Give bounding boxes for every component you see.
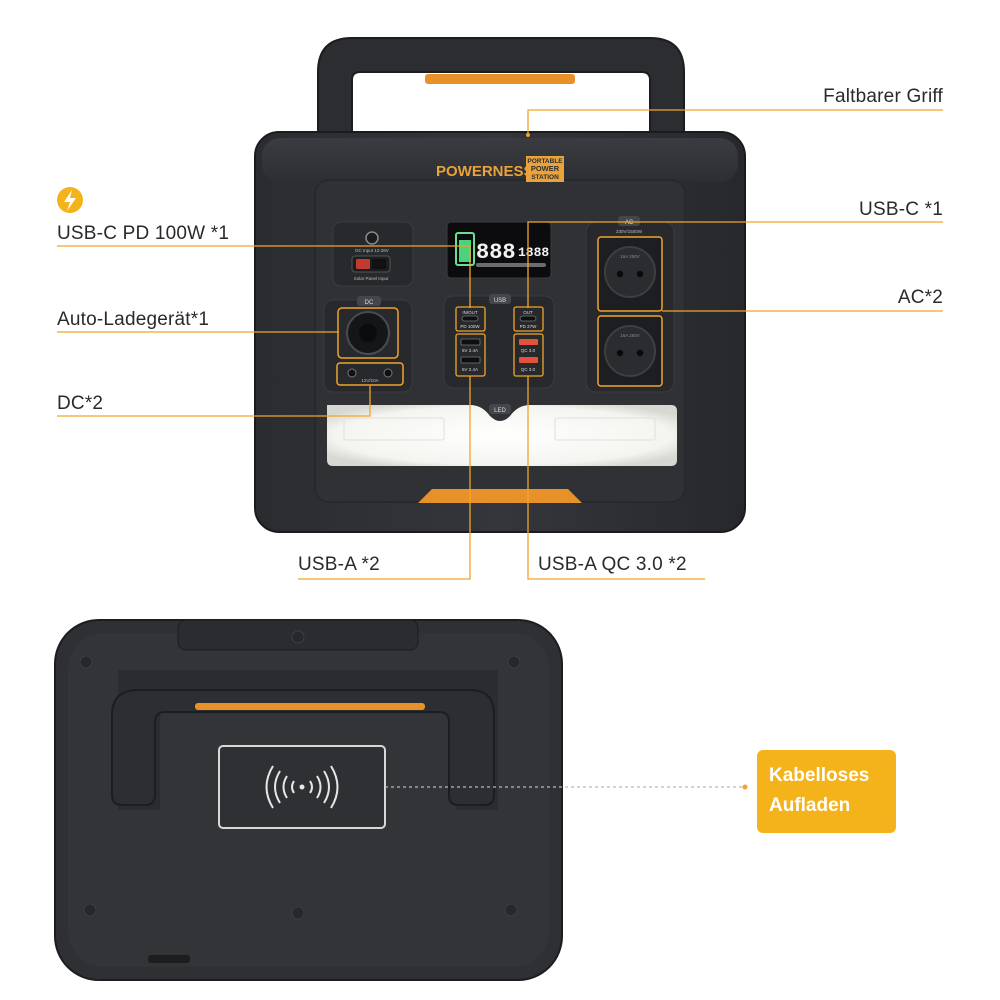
ac-socket-2-rating: 16A 250V	[620, 333, 640, 338]
label-ac: AC*2	[897, 287, 943, 308]
usb-a-rating-1: 5V 2.4A	[462, 348, 478, 353]
led-light-bar	[327, 405, 677, 466]
lcd-digits-small: 1888	[518, 245, 549, 260]
brand-badge-line-1: PORTABLE	[527, 158, 563, 165]
label-usba-qc: USB-A QC 3.0 *2	[538, 554, 687, 575]
led-window-inner	[343, 417, 445, 441]
dc-port-2[interactable]	[383, 368, 393, 378]
wireless-charging-badge: Kabelloses Aufladen	[757, 750, 896, 833]
brand-badge-line-2: POWER	[531, 164, 560, 173]
usb-qc-port-1[interactable]	[519, 339, 538, 345]
led-window-inner-right	[554, 417, 656, 441]
usb-a-port-1[interactable]	[460, 338, 481, 346]
top-handle	[111, 689, 495, 806]
led-button[interactable]	[489, 404, 511, 414]
dc-input-port[interactable]	[365, 231, 379, 245]
label-usba: USB-A *2	[298, 554, 380, 575]
ac-socket-1-pin-left	[616, 270, 624, 278]
top-handle-orange	[195, 703, 425, 710]
ac-socket-2-pin-right	[636, 349, 644, 357]
solar-port-black	[372, 259, 386, 269]
power-station-top	[54, 619, 563, 981]
ac-socket-1-pin-right	[636, 270, 644, 278]
label-auto-ladegeraet: Auto-Ladegerät*1	[57, 309, 210, 330]
usb-c-out-port[interactable]	[519, 315, 537, 322]
ac-socket-2-pin-left	[616, 349, 624, 357]
battery-level-fill	[459, 240, 471, 262]
callout-line-dc	[57, 386, 371, 417]
bottom-accent-strip	[418, 489, 582, 503]
ac-button[interactable]	[618, 216, 640, 226]
wireless-charging-icon	[265, 765, 339, 809]
ac-rating-label: 230V/1500W	[616, 229, 643, 234]
callout-line-usba-qc	[527, 376, 705, 580]
wireless-callout-dot	[742, 784, 748, 790]
car-charger-highlight	[337, 307, 399, 359]
usb-c-out-label: OUT	[523, 310, 533, 315]
screw-6	[504, 903, 518, 917]
solar-input-label: Solar Panel Input	[354, 276, 389, 281]
usb-a-rating-2: 5V 2.4A	[462, 367, 478, 372]
usb-c-pd100-label: PD 100W	[460, 324, 480, 329]
wireless-badge-line-1: Kabelloses	[769, 765, 870, 786]
callout-line-usba	[298, 376, 471, 580]
screw-1	[291, 630, 305, 644]
power-station-front: POWERNESS PORTABLE POWER STATION DC Inpu…	[254, 37, 746, 533]
dc-button[interactable]	[357, 296, 381, 306]
wireless-badge-line-2: Aufladen	[769, 795, 851, 816]
usb-c-in-out-label: IN/OUT	[462, 310, 478, 315]
screw-2	[79, 655, 93, 669]
label-dc: DC*2	[57, 393, 104, 414]
screw-3	[507, 655, 521, 669]
usb-qc-label-1: QC 3.0	[521, 348, 536, 353]
usb-button-label: USB	[494, 298, 506, 304]
callout-line-usbc	[527, 221, 943, 308]
dc-ports-highlight	[336, 362, 404, 386]
folding-handle	[317, 37, 685, 141]
dc-input-label: DC Input 12-28V	[355, 248, 389, 253]
usb-qc-port-2[interactable]	[519, 357, 538, 363]
device-top-band	[262, 138, 738, 182]
brand-badge-line-3: STATION	[531, 174, 559, 181]
screw-5	[291, 906, 305, 920]
label-usbc: USB-C *1	[859, 199, 943, 220]
dc-port-1[interactable]	[347, 368, 357, 378]
brand-logo-badge	[526, 156, 564, 182]
brand-logo: POWERNESS	[436, 163, 534, 180]
screw-4	[83, 903, 97, 917]
dc-rating-label: 12V/10A	[361, 378, 378, 383]
callout-line-usbc-pd	[57, 245, 471, 308]
led-button-label: LED	[494, 408, 506, 414]
label-usbc-pd: USB-C PD 100W *1	[57, 223, 230, 244]
ac-button-label: AC	[625, 220, 634, 226]
ac-socket-2[interactable]	[604, 325, 656, 377]
dc-button-label: DC	[365, 300, 374, 306]
handle-orange-grip	[425, 74, 575, 84]
usb-a-port-2[interactable]	[460, 356, 481, 364]
usb-button[interactable]	[489, 294, 511, 304]
bottom-foot	[148, 955, 190, 963]
callout-line-griff	[527, 109, 943, 135]
lcd-icon-row	[476, 263, 546, 267]
battery-level-icon	[455, 232, 475, 266]
lcd-digits: 888	[476, 240, 516, 265]
callout-dot-griff	[526, 133, 530, 137]
usb-c-pd27-label: PD 27W	[520, 324, 538, 329]
ac-socket-1-rating: 16A 250V	[620, 254, 640, 259]
ac-socket-1[interactable]	[604, 246, 656, 298]
lightning-icon	[57, 187, 83, 213]
usb-c-pd-port[interactable]	[461, 315, 479, 322]
usb-qc-label-2: QC 3.0	[521, 367, 536, 372]
solar-port-red	[356, 259, 370, 269]
label-faltbarer-griff: Faltbarer Griff	[823, 86, 943, 107]
callout-lines	[57, 109, 943, 580]
car-charger-inner	[359, 324, 377, 342]
